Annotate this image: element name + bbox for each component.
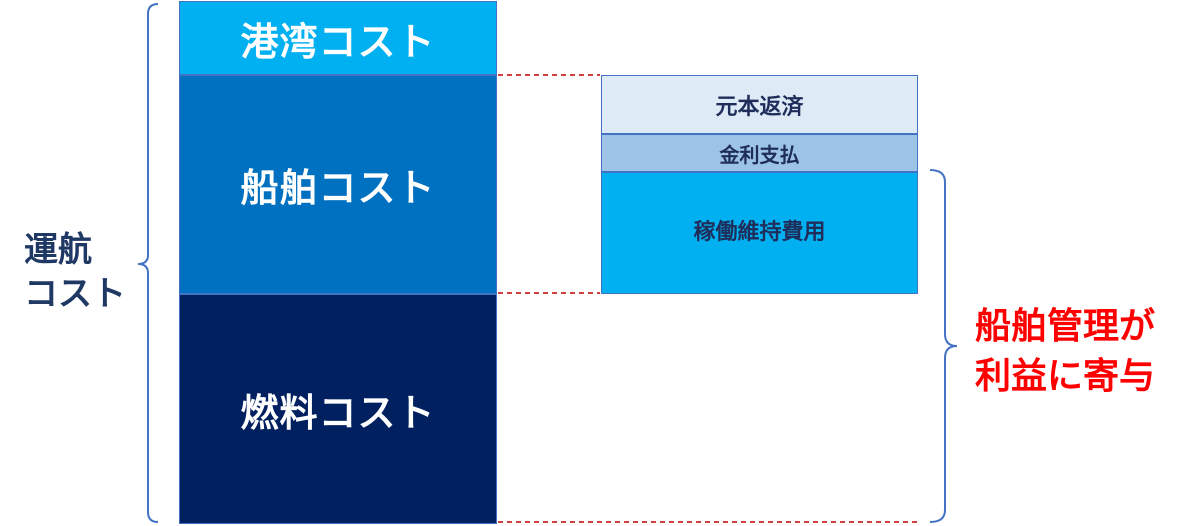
profit-contribution-line2: 利益に寄与 (975, 356, 1156, 398)
port-cost-block: 港湾コスト (179, 1, 497, 75)
principal-repayment-label: 元本返済 (715, 94, 804, 120)
port-cost-label: 港湾コスト (240, 19, 436, 64)
interest-payment-block: 金利支払 (601, 134, 918, 172)
fuel-cost-label: 燃料コスト (240, 390, 436, 435)
profit-contribution-line1: 船舶管理が (975, 306, 1156, 347)
right-brace (929, 169, 958, 523)
fuel-cost-block: 燃料コスト (179, 294, 497, 524)
profit-contribution-label: 船舶管理が 利益に寄与 (975, 302, 1155, 403)
operating-maintenance-label: 稼働維持費用 (693, 220, 826, 245)
operating-cost-label-line2: コスト (24, 274, 126, 315)
ship-cost-block: 船舶コスト (179, 75, 497, 294)
left-brace (137, 3, 159, 523)
operating-cost-label-line1: 運航 (24, 230, 92, 270)
operating-maintenance-block: 稼働維持費用 (601, 172, 918, 294)
interest-payment-label: 金利支払 (719, 142, 800, 167)
ship-cost-label: 船舶コスト (240, 166, 436, 210)
principal-repayment-block: 元本返済 (601, 75, 918, 134)
operating-cost-label: 運航 コスト (24, 228, 126, 316)
